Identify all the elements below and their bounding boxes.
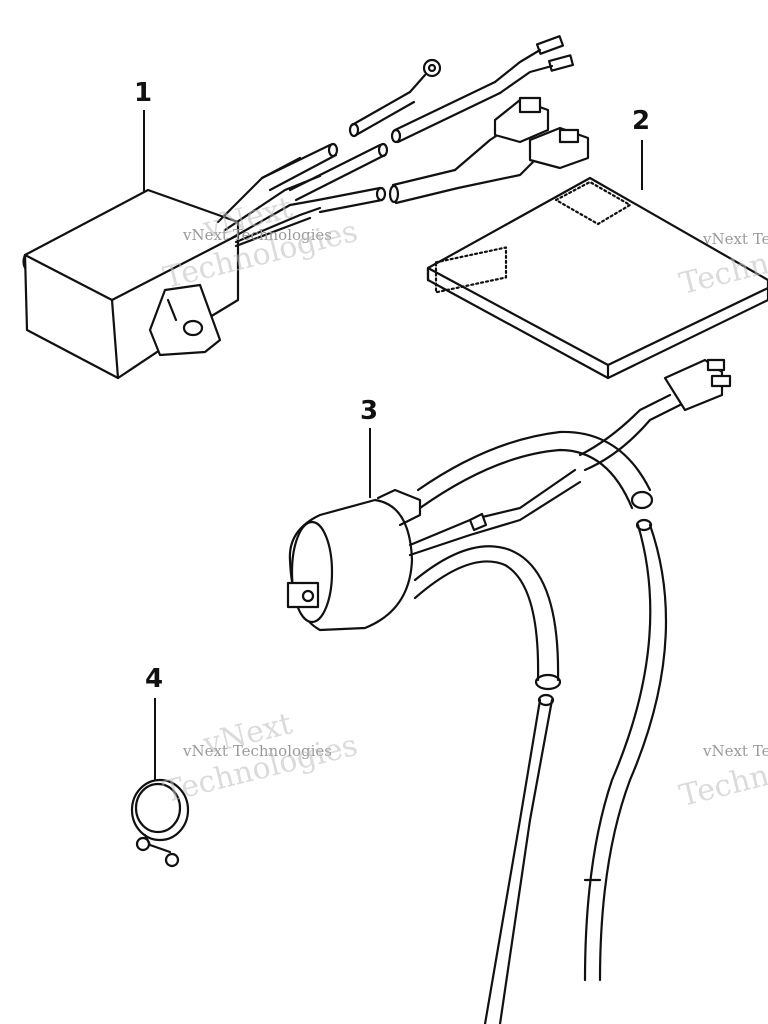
part-1-cdi-unit (24, 36, 589, 378)
leader-line-2 (641, 140, 643, 190)
callout-4: 4 (145, 664, 164, 694)
leader-line-3 (369, 428, 371, 498)
part-2-pad (428, 178, 768, 378)
callout-2: 2 (632, 106, 651, 136)
part-4-clip (132, 780, 188, 866)
callout-3: 3 (360, 396, 379, 426)
part-3-ignition-coil (288, 360, 730, 1024)
callout-1: 1 (134, 78, 153, 108)
leader-line-4 (154, 698, 156, 780)
leader-line-1 (143, 110, 145, 192)
